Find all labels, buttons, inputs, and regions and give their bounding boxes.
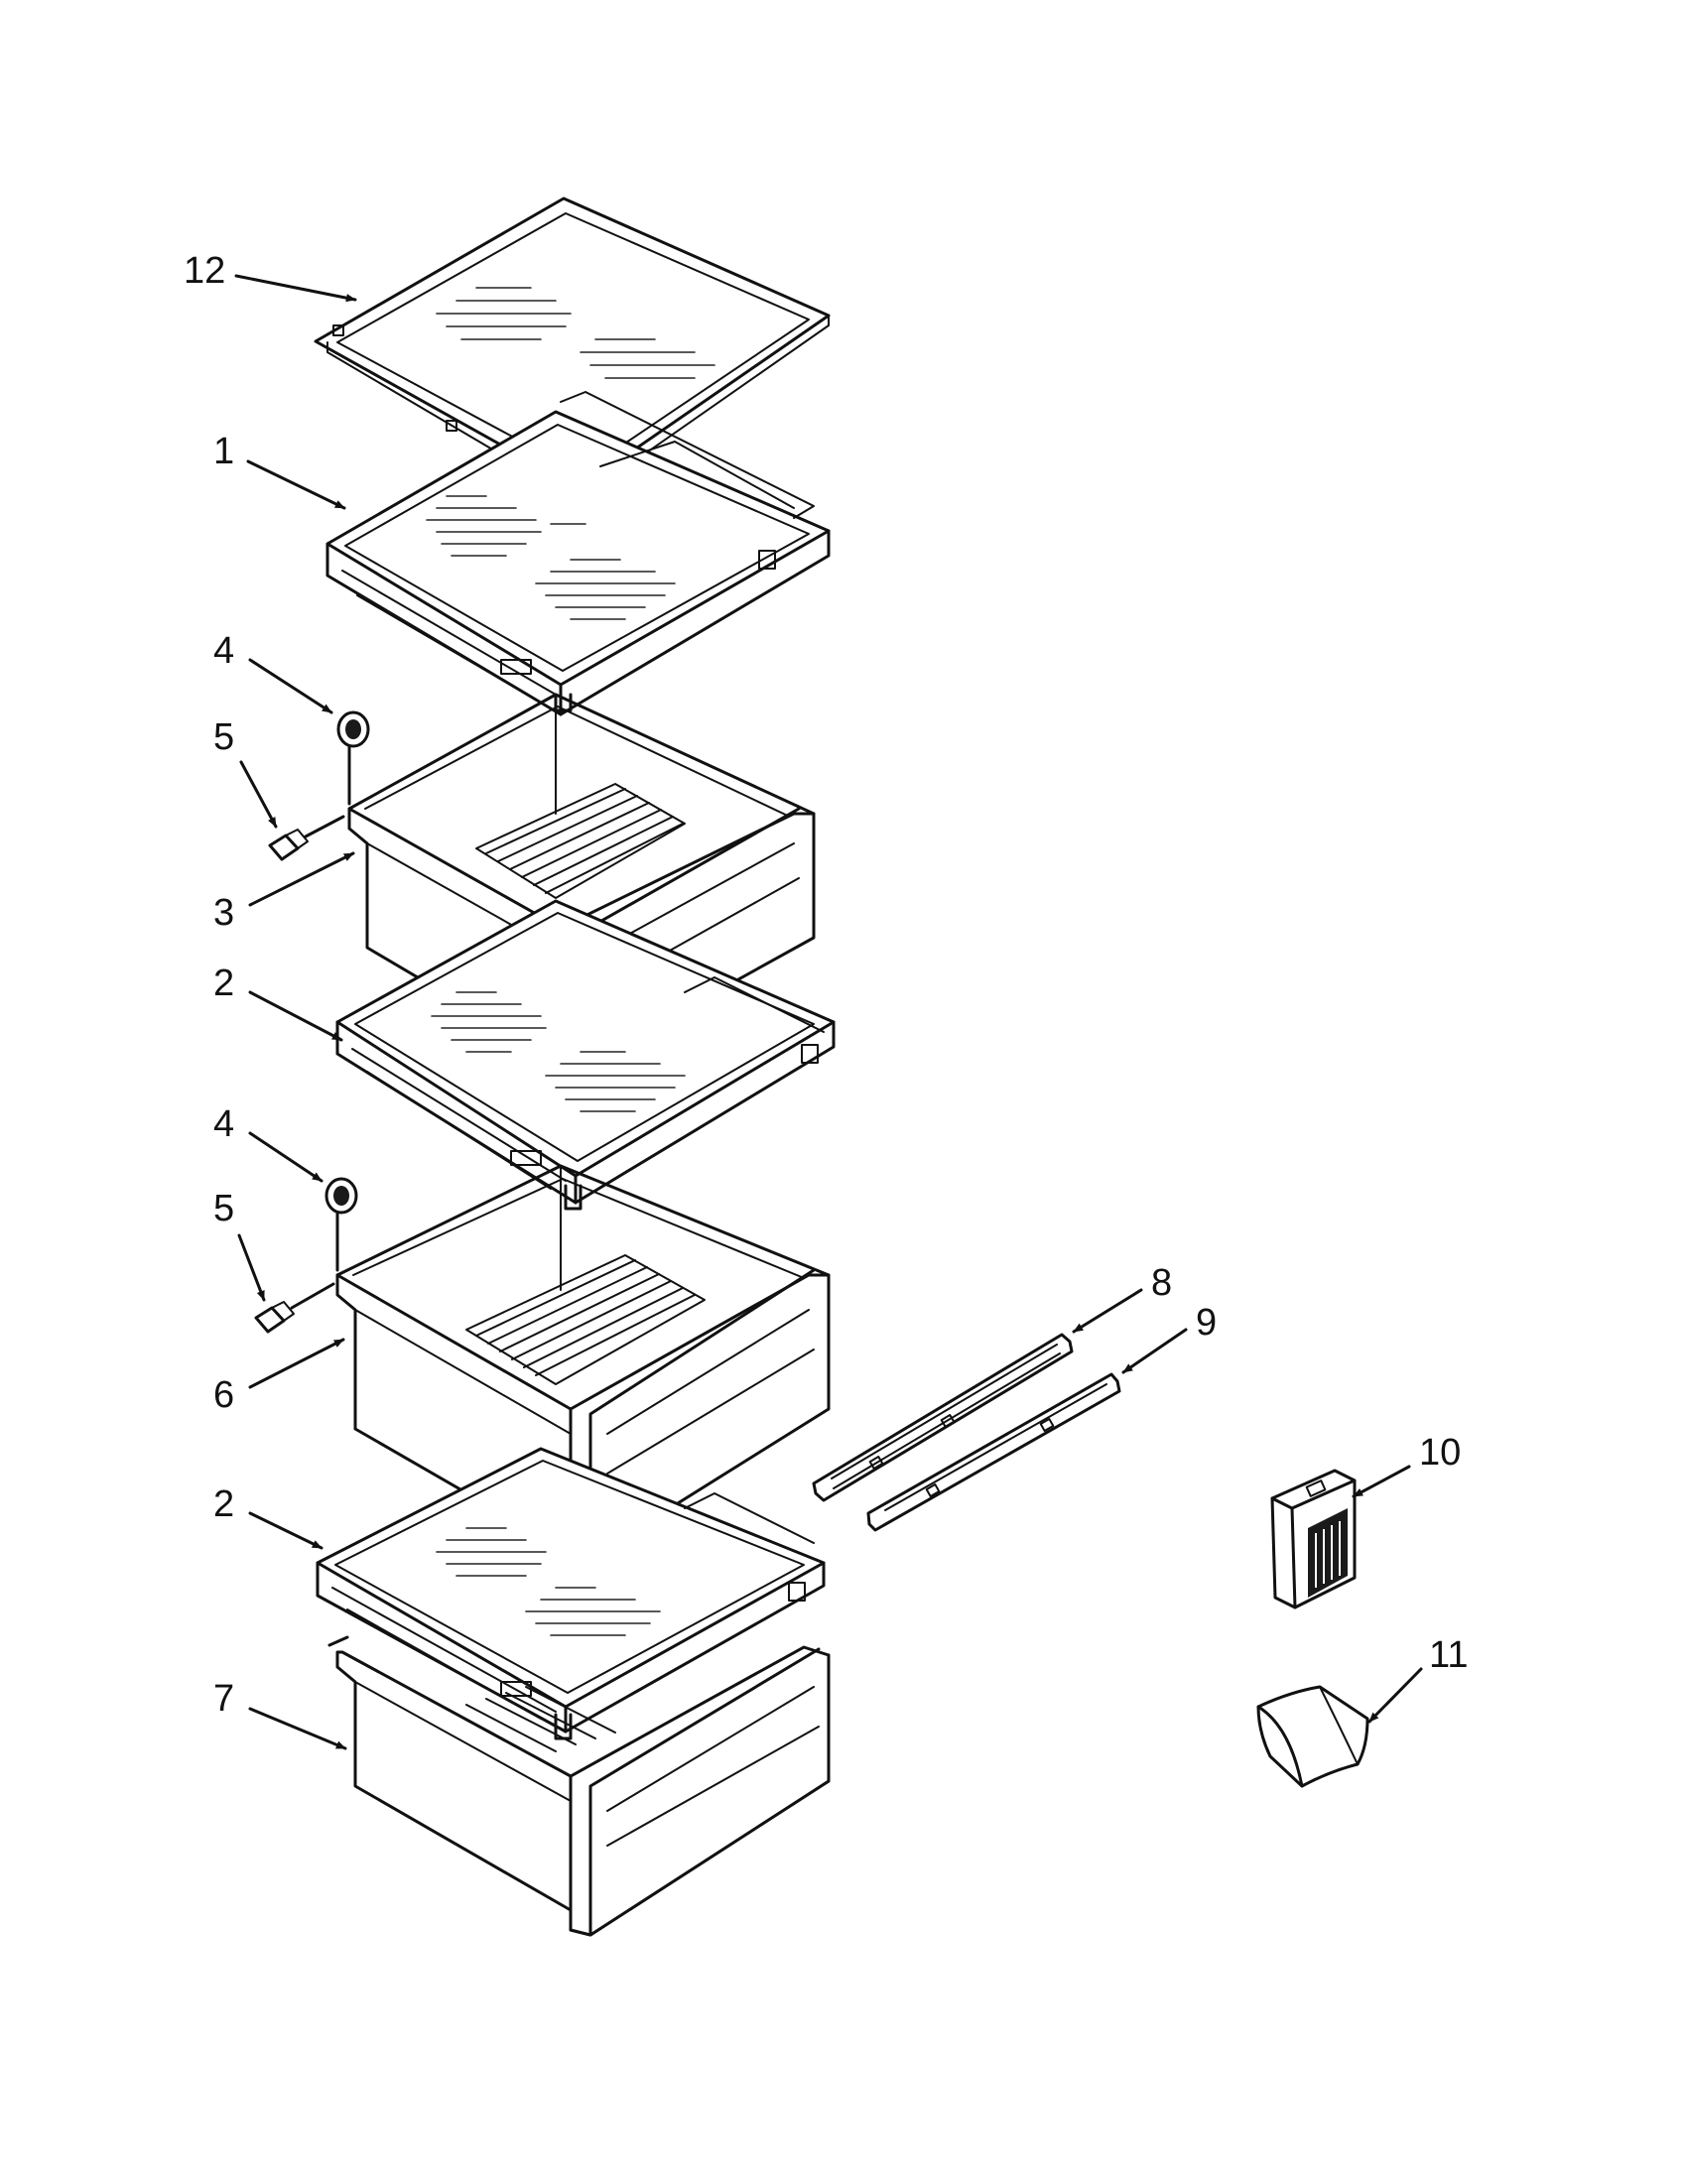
callout-5-lower: 5 bbox=[213, 1188, 234, 1229]
part-2-crisper-cover-lower bbox=[316, 1447, 826, 1740]
callout-12: 12 bbox=[184, 250, 225, 292]
part-5-screw-upper bbox=[268, 815, 345, 861]
leader-3 bbox=[248, 851, 355, 907]
callout-2-upper: 2 bbox=[213, 963, 234, 1004]
part-10-humidity-control bbox=[1270, 1469, 1357, 1609]
leader-arrows bbox=[234, 274, 1423, 1750]
leader-5-upper bbox=[239, 760, 278, 829]
leader-7 bbox=[248, 1707, 347, 1750]
part-9-slide-rail bbox=[866, 1372, 1121, 1532]
callout-8: 8 bbox=[1151, 1262, 1172, 1304]
leader-9 bbox=[1121, 1328, 1188, 1374]
leader-10 bbox=[1352, 1465, 1411, 1498]
callout-labels: 12 1 4 5 3 2 4 5 6 8 9 10 2 11 7 bbox=[184, 250, 1468, 1720]
leader-6 bbox=[248, 1338, 345, 1389]
leader-2-upper bbox=[248, 990, 343, 1042]
callout-5-upper: 5 bbox=[213, 716, 234, 758]
callout-10: 10 bbox=[1419, 1432, 1461, 1474]
callout-11: 11 bbox=[1429, 1634, 1468, 1676]
callout-7: 7 bbox=[213, 1678, 234, 1720]
leader-11 bbox=[1367, 1667, 1423, 1724]
leader-4-lower bbox=[248, 1131, 324, 1183]
callout-1: 1 bbox=[213, 431, 234, 472]
leader-2-lower bbox=[248, 1511, 324, 1550]
callout-4-upper: 4 bbox=[213, 630, 234, 672]
leader-5-lower bbox=[237, 1233, 266, 1302]
part-5-screw-lower bbox=[254, 1282, 335, 1334]
callout-6: 6 bbox=[213, 1374, 234, 1416]
part-8-slide-rail bbox=[812, 1333, 1074, 1502]
part-11-humidity-cover bbox=[1256, 1685, 1369, 1788]
leader-12 bbox=[234, 274, 357, 303]
leader-4-upper bbox=[248, 658, 333, 714]
callout-3: 3 bbox=[213, 892, 234, 934]
callout-4-lower: 4 bbox=[213, 1103, 234, 1145]
part-4-wheel-upper bbox=[336, 710, 370, 806]
part-4-wheel-lower bbox=[324, 1177, 358, 1272]
leader-8 bbox=[1072, 1288, 1143, 1334]
leader-1 bbox=[246, 459, 346, 510]
callout-9: 9 bbox=[1196, 1302, 1217, 1344]
callout-2-lower: 2 bbox=[213, 1483, 234, 1525]
part-12-glass-shelf bbox=[314, 196, 831, 501]
part-1-crisper-cover bbox=[325, 391, 831, 716]
part-7-crisper-drawer bbox=[327, 1635, 831, 1937]
